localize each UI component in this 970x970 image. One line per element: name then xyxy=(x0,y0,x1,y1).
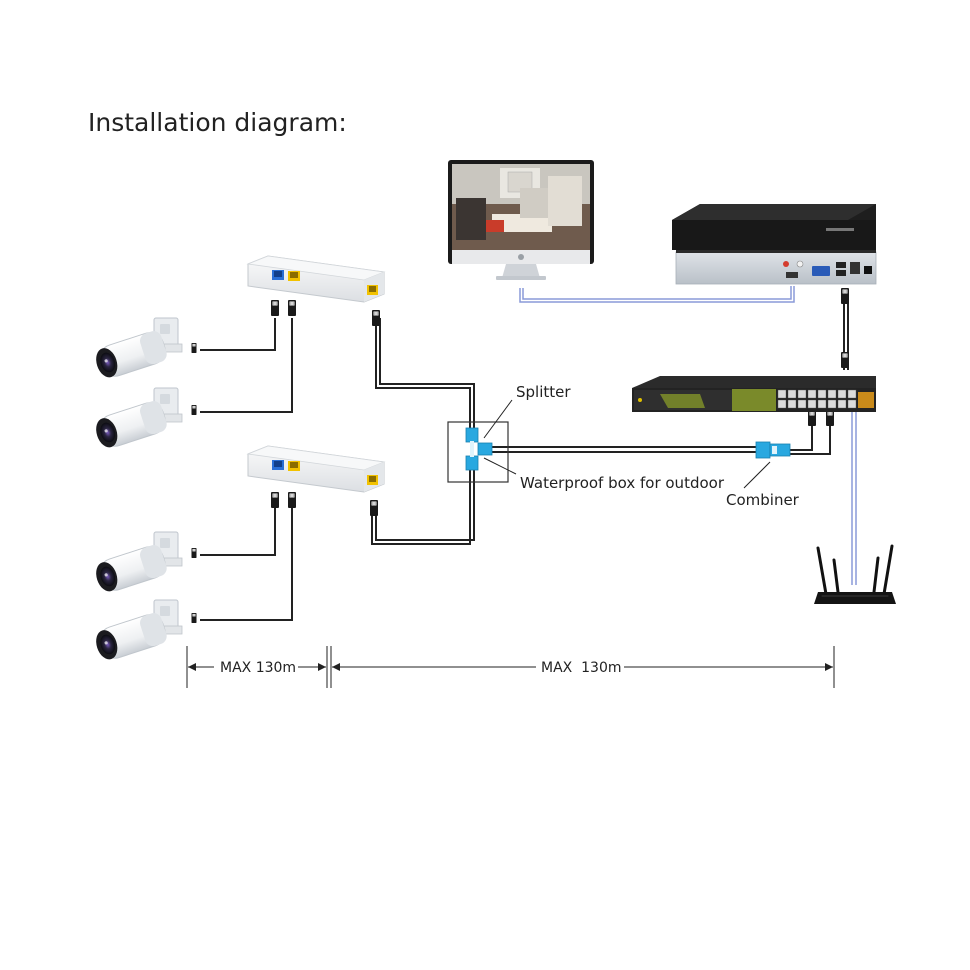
diagram-title: Installation diagram: xyxy=(88,108,347,137)
combiner-icon xyxy=(755,441,791,459)
label-pointers xyxy=(483,399,771,489)
bullet-camera-icon xyxy=(94,599,183,664)
splitter-adapter-icon xyxy=(465,427,493,471)
bullet-camera-icon xyxy=(94,317,183,382)
bullet-camera-icon xyxy=(94,387,183,452)
monitor-icon xyxy=(448,160,594,280)
combiner-label: Combiner xyxy=(726,491,800,509)
waterproof-box-label: Waterproof box for outdoor xyxy=(520,474,725,492)
splitter-label: Splitter xyxy=(516,383,571,401)
distance-left-label: MAX 130m xyxy=(220,660,296,676)
bullet-camera-icon xyxy=(94,531,183,596)
poe-splitter-icon xyxy=(247,445,385,493)
ethernet-cables xyxy=(200,300,849,621)
distance-markers xyxy=(186,646,835,688)
distance-right-label: MAX 130m xyxy=(541,660,622,676)
waterproof-box-icon xyxy=(447,421,509,483)
network-links xyxy=(519,286,857,585)
poe-switch-icon xyxy=(632,376,876,412)
router-icon xyxy=(814,544,896,604)
poe-splitter-icon xyxy=(247,255,385,303)
nvr-icon xyxy=(672,204,877,285)
